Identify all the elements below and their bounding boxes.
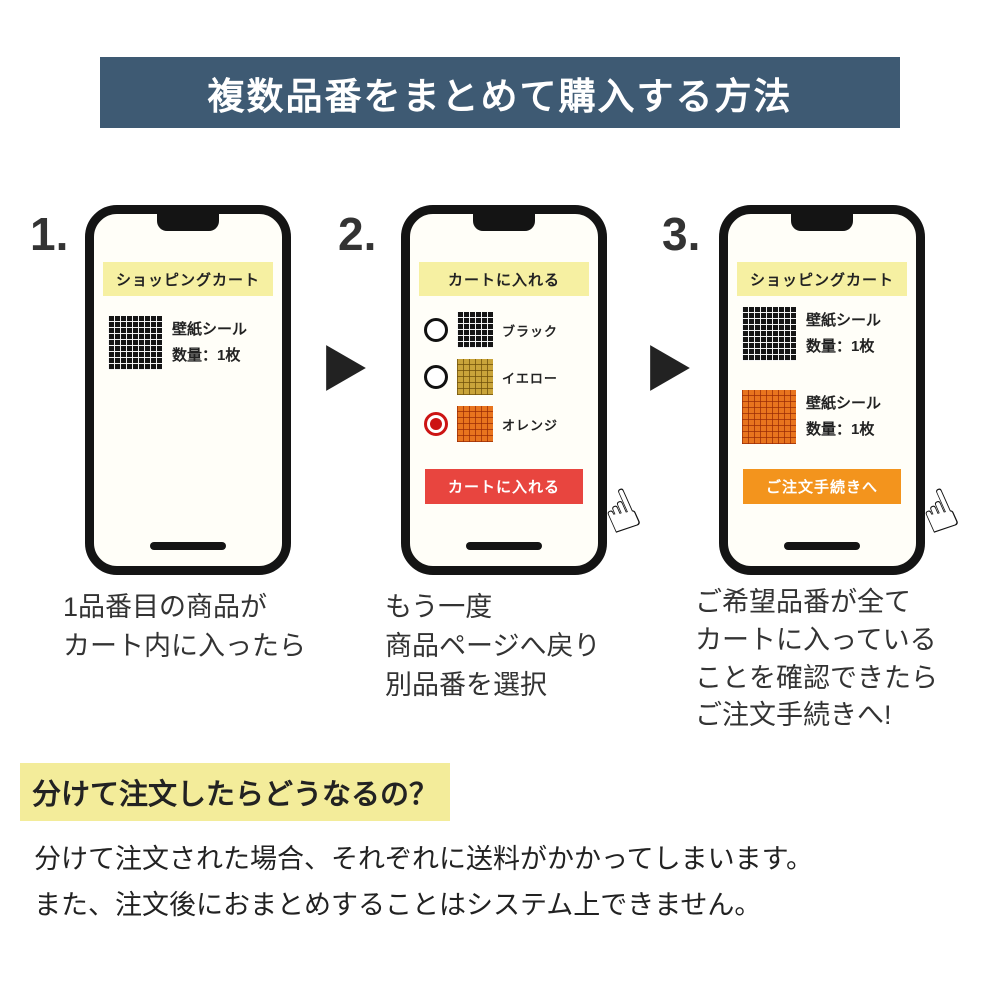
caption-line: もう一度 xyxy=(385,592,493,622)
step-number-1: 1. xyxy=(30,208,69,260)
option-yellow: イエロー xyxy=(424,359,592,395)
radio-selected-icon xyxy=(424,412,448,436)
cart-header-3: ショッピングカート xyxy=(737,262,907,296)
item-name: 壁紙シール xyxy=(172,320,248,338)
cart-item: 壁紙シール 数量：1枚 xyxy=(108,316,276,370)
caption-line: ご注文手続きへ! xyxy=(695,700,892,731)
title-banner: 複数品番をまとめて購入する方法 xyxy=(100,57,900,128)
item-qty: 数量：1枚 xyxy=(172,347,241,364)
step-number-3: 3. xyxy=(662,208,701,260)
caption-line: ことを確認できたら xyxy=(695,662,938,693)
radio-unselected-icon xyxy=(424,318,448,342)
option-orange: オレンジ xyxy=(424,406,592,442)
option-black: ブラック xyxy=(424,312,592,348)
cart-item: 壁紙シール 数量：1枚 xyxy=(742,390,910,444)
phone-step-1: ショッピングカート 壁紙シール 数量：1枚 xyxy=(85,205,291,575)
highlighted-heading: 分けて注文したらどうなるの？ xyxy=(20,763,451,821)
option-label: オレンジ xyxy=(502,417,559,433)
cart-header-1: ショッピングカート xyxy=(103,262,273,296)
black-grid-swatch xyxy=(457,312,493,348)
black-grid-swatch xyxy=(108,316,162,370)
orange-grid-swatch xyxy=(457,406,493,442)
pointer-hand-icon: ☝ xyxy=(910,475,968,548)
caption-line: カートに入っている xyxy=(695,624,937,655)
footer-line: 分けて注文された場合、それぞれに送料がかかってしまいます。 xyxy=(34,844,813,874)
orange-grid-swatch xyxy=(742,390,796,444)
option-label: ブラック xyxy=(502,323,559,339)
footer-heading: 分けて注文したらどうなるの？ xyxy=(20,763,451,821)
caption-line: カート内に入ったら xyxy=(63,631,306,662)
caption-step-1: 1品番目の商品が カート内に入ったら xyxy=(63,588,306,666)
phone-notch xyxy=(473,213,535,231)
footer-line: また、注文後におまとめすることはシステム上できません。 xyxy=(34,890,762,921)
caption-step-3: ご希望品番が全て カートに入っている ことを確認できたら ご注文手続きへ! xyxy=(695,584,938,735)
color-options: ブラック イエロー オレンジ xyxy=(424,312,592,453)
option-label: イエロー xyxy=(502,370,558,386)
footer-body: 分けて注文された場合、それぞれに送料がかかってしまいます。 また、注文後におまと… xyxy=(34,836,813,929)
phone-step-2: カートに入れる ブラック イエロー オレンジ カートに入れる ☝ xyxy=(401,205,649,575)
caption-line: 1品番目の商品が xyxy=(63,592,268,622)
caption-line: 商品ページへ戻り xyxy=(385,631,601,662)
home-indicator xyxy=(784,542,860,550)
add-to-cart-header: カートに入れる xyxy=(419,262,589,296)
phone-notch xyxy=(791,213,853,231)
caption-line: ご希望品番が全て xyxy=(695,587,911,617)
caption-line: 別品番を選択 xyxy=(385,670,547,701)
step-number-2: 2. xyxy=(338,208,377,260)
arrow-right-icon: ▶ xyxy=(326,330,366,398)
caption-step-2: もう一度 商品ページへ戻り 別品番を選択 xyxy=(385,588,600,705)
phone-step-3: ショッピングカート 壁紙シール 数量：1枚 壁紙シール 数量：1枚 ご注文手続き… xyxy=(719,205,967,575)
item-name: 壁紙シール xyxy=(806,394,882,412)
home-indicator xyxy=(466,542,542,550)
pointer-hand-icon: ☝ xyxy=(592,475,650,548)
add-to-cart-button: カートに入れる xyxy=(425,469,583,504)
home-indicator xyxy=(150,542,226,550)
black-grid-swatch xyxy=(742,307,796,361)
yellow-grid-swatch xyxy=(457,359,493,395)
item-name: 壁紙シール xyxy=(806,311,882,329)
radio-unselected-icon xyxy=(424,365,448,389)
cart-item: 壁紙シール 数量：1枚 xyxy=(742,307,910,361)
phone-notch xyxy=(157,213,219,231)
item-qty: 数量：1枚 xyxy=(806,338,875,355)
arrow-right-icon: ▶ xyxy=(650,330,690,398)
item-qty: 数量：1枚 xyxy=(806,421,875,438)
page-title: 複数品番をまとめて購入する方法 xyxy=(207,75,793,117)
checkout-button: ご注文手続きへ xyxy=(743,469,901,504)
